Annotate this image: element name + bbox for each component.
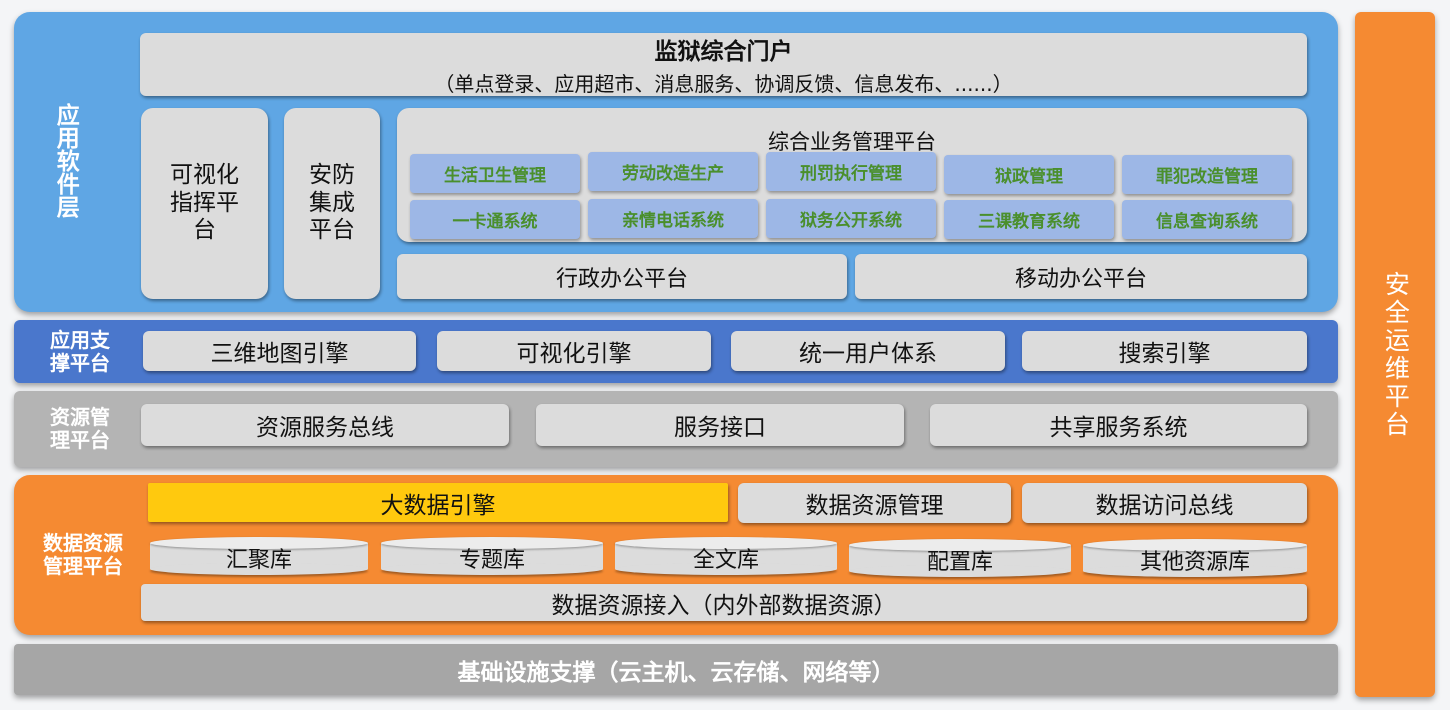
prison-portal: 监狱综合门户 （单点登录、应用超市、消息服务、协调反馈、信息发布、......）	[140, 33, 1307, 96]
mobile-office-platform: 移动办公平台	[855, 254, 1307, 299]
admin-office-platform: 行政办公平台	[397, 254, 847, 299]
business-platform-title: 综合业务管理平台	[768, 130, 936, 154]
app-layer-label: 应用软件层	[52, 102, 79, 218]
database-cylinder: 汇聚库	[150, 537, 368, 575]
data-ingest: 数据资源接入（内外部数据资源）	[141, 584, 1307, 621]
sub-item: 亲情电话系统	[588, 199, 758, 238]
data-layer-label: 数据资源管理平台	[43, 531, 123, 578]
support-layer-label: 应用支撑平台	[50, 328, 110, 375]
sub-item: 狱务公开系统	[766, 199, 936, 238]
data-resource-management: 数据资源管理	[738, 483, 1011, 523]
support-item: 统一用户体系	[731, 331, 1005, 371]
support-item: 可视化引擎	[437, 331, 711, 371]
database-cylinder: 专题库	[381, 537, 603, 575]
big-data-engine: 大数据引擎	[148, 483, 728, 522]
visual-command-platform: 可视化指挥平台	[141, 108, 268, 299]
security-ops-label: 安全运维平台	[1381, 270, 1411, 439]
portal-title: 监狱综合门户	[654, 39, 793, 65]
database-cylinder: 全文库	[615, 537, 837, 575]
resource-item: 资源服务总线	[141, 404, 509, 446]
resource-item: 共享服务系统	[930, 404, 1307, 446]
security-integration-platform: 安防集成平台	[284, 108, 380, 299]
resource-item: 服务接口	[536, 404, 904, 446]
sub-item: 三课教育系统	[944, 200, 1114, 239]
support-item: 三维地图引擎	[143, 331, 416, 371]
support-item: 搜索引擎	[1022, 331, 1307, 371]
resource-layer-label: 资源管理平台	[50, 405, 110, 452]
database-cylinder: 配置库	[849, 539, 1071, 577]
sub-item: 生活卫生管理	[410, 154, 580, 193]
database-cylinder: 其他资源库	[1083, 539, 1307, 577]
sub-item: 刑罚执行管理	[766, 152, 936, 191]
portal-subtitle: （单点登录、应用超市、消息服务、协调反馈、信息发布、......）	[434, 72, 1013, 96]
sub-item: 劳动改造生产	[588, 152, 758, 191]
sub-item: 一卡通系统	[410, 200, 580, 239]
data-access-bus: 数据访问总线	[1022, 483, 1307, 523]
security-ops-platform: 安全运维平台	[1355, 12, 1435, 697]
infrastructure-layer: 基础设施支撑（云主机、云存储、网络等）	[14, 644, 1338, 695]
sub-item: 狱政管理	[944, 155, 1114, 194]
sub-item: 罪犯改造管理	[1122, 155, 1292, 194]
sub-item: 信息查询系统	[1122, 200, 1292, 239]
